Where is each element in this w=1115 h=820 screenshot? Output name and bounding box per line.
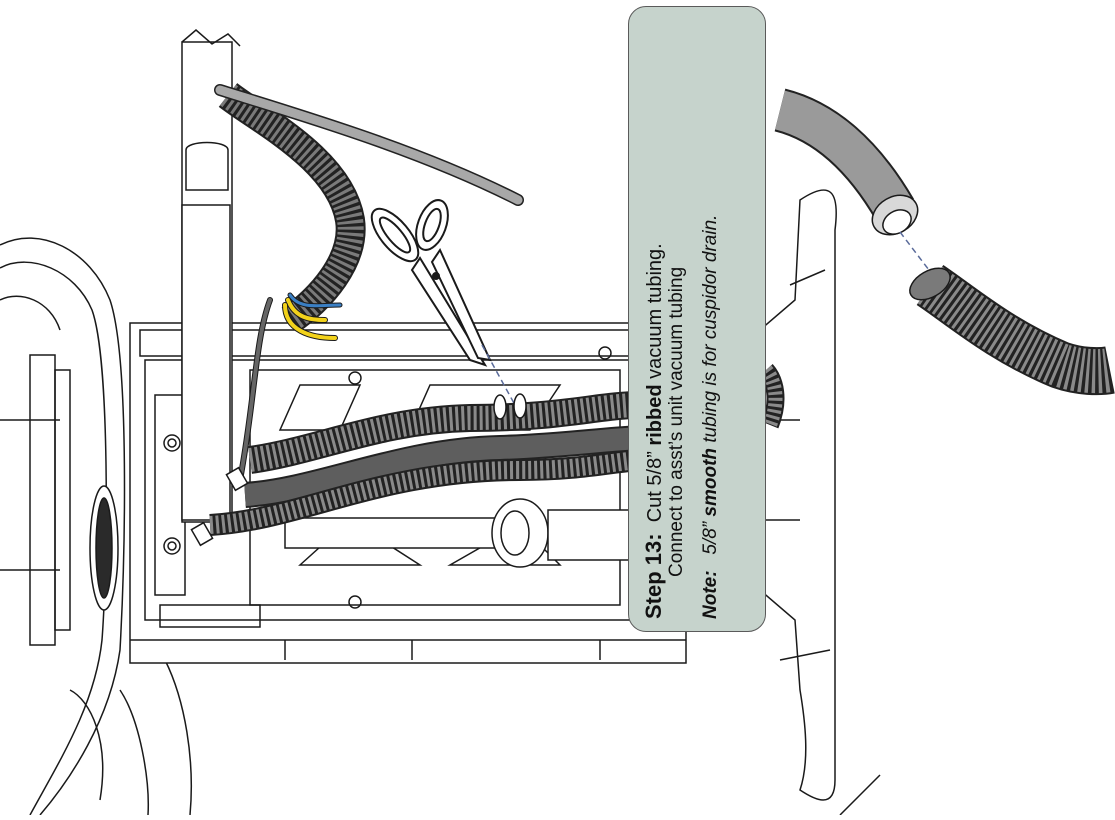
note-text-smooth: smooth (700, 447, 721, 517)
wire-connectors (190, 466, 249, 547)
drain-hose-smooth (774, 88, 919, 236)
support-post (181, 29, 241, 523)
note-text-c: tubing is for cuspidor drain. (700, 214, 721, 448)
chair-housing (0, 237, 193, 816)
ribbed-hose-vertical (218, 83, 366, 333)
note-text-a: 5/8” (700, 516, 721, 555)
step-text-c: vacuum tubing. (644, 243, 666, 385)
scissors-icon (370, 199, 492, 367)
ribbed-hoses-horizontal (209, 363, 785, 536)
instruction-text: Step 13: Cut 5/8” ribbed vacuum tubing. … (629, 7, 765, 631)
drain-hose-ribbed (909, 265, 1115, 396)
note-label: Note: (700, 570, 721, 619)
note-line: Note: 5/8” smooth tubing is for cuspidor… (700, 17, 722, 619)
colored-wires (237, 292, 343, 483)
step-line: Step 13: Cut 5/8” ribbed vacuum tubing. (641, 17, 666, 619)
smooth-tube-top (214, 84, 524, 206)
instruction-callout: Step 13: Cut 5/8” ribbed vacuum tubing. … (628, 6, 766, 632)
step-label: Step 13: (641, 533, 666, 619)
mounting-plate (759, 189, 881, 816)
step-line-2: Connect to asst’s unit vacuum tubing (666, 266, 687, 577)
cut-line (481, 344, 516, 406)
step-text-ribbed: ribbed (644, 384, 666, 446)
step-text-a: Cut 5/8” (644, 445, 666, 523)
